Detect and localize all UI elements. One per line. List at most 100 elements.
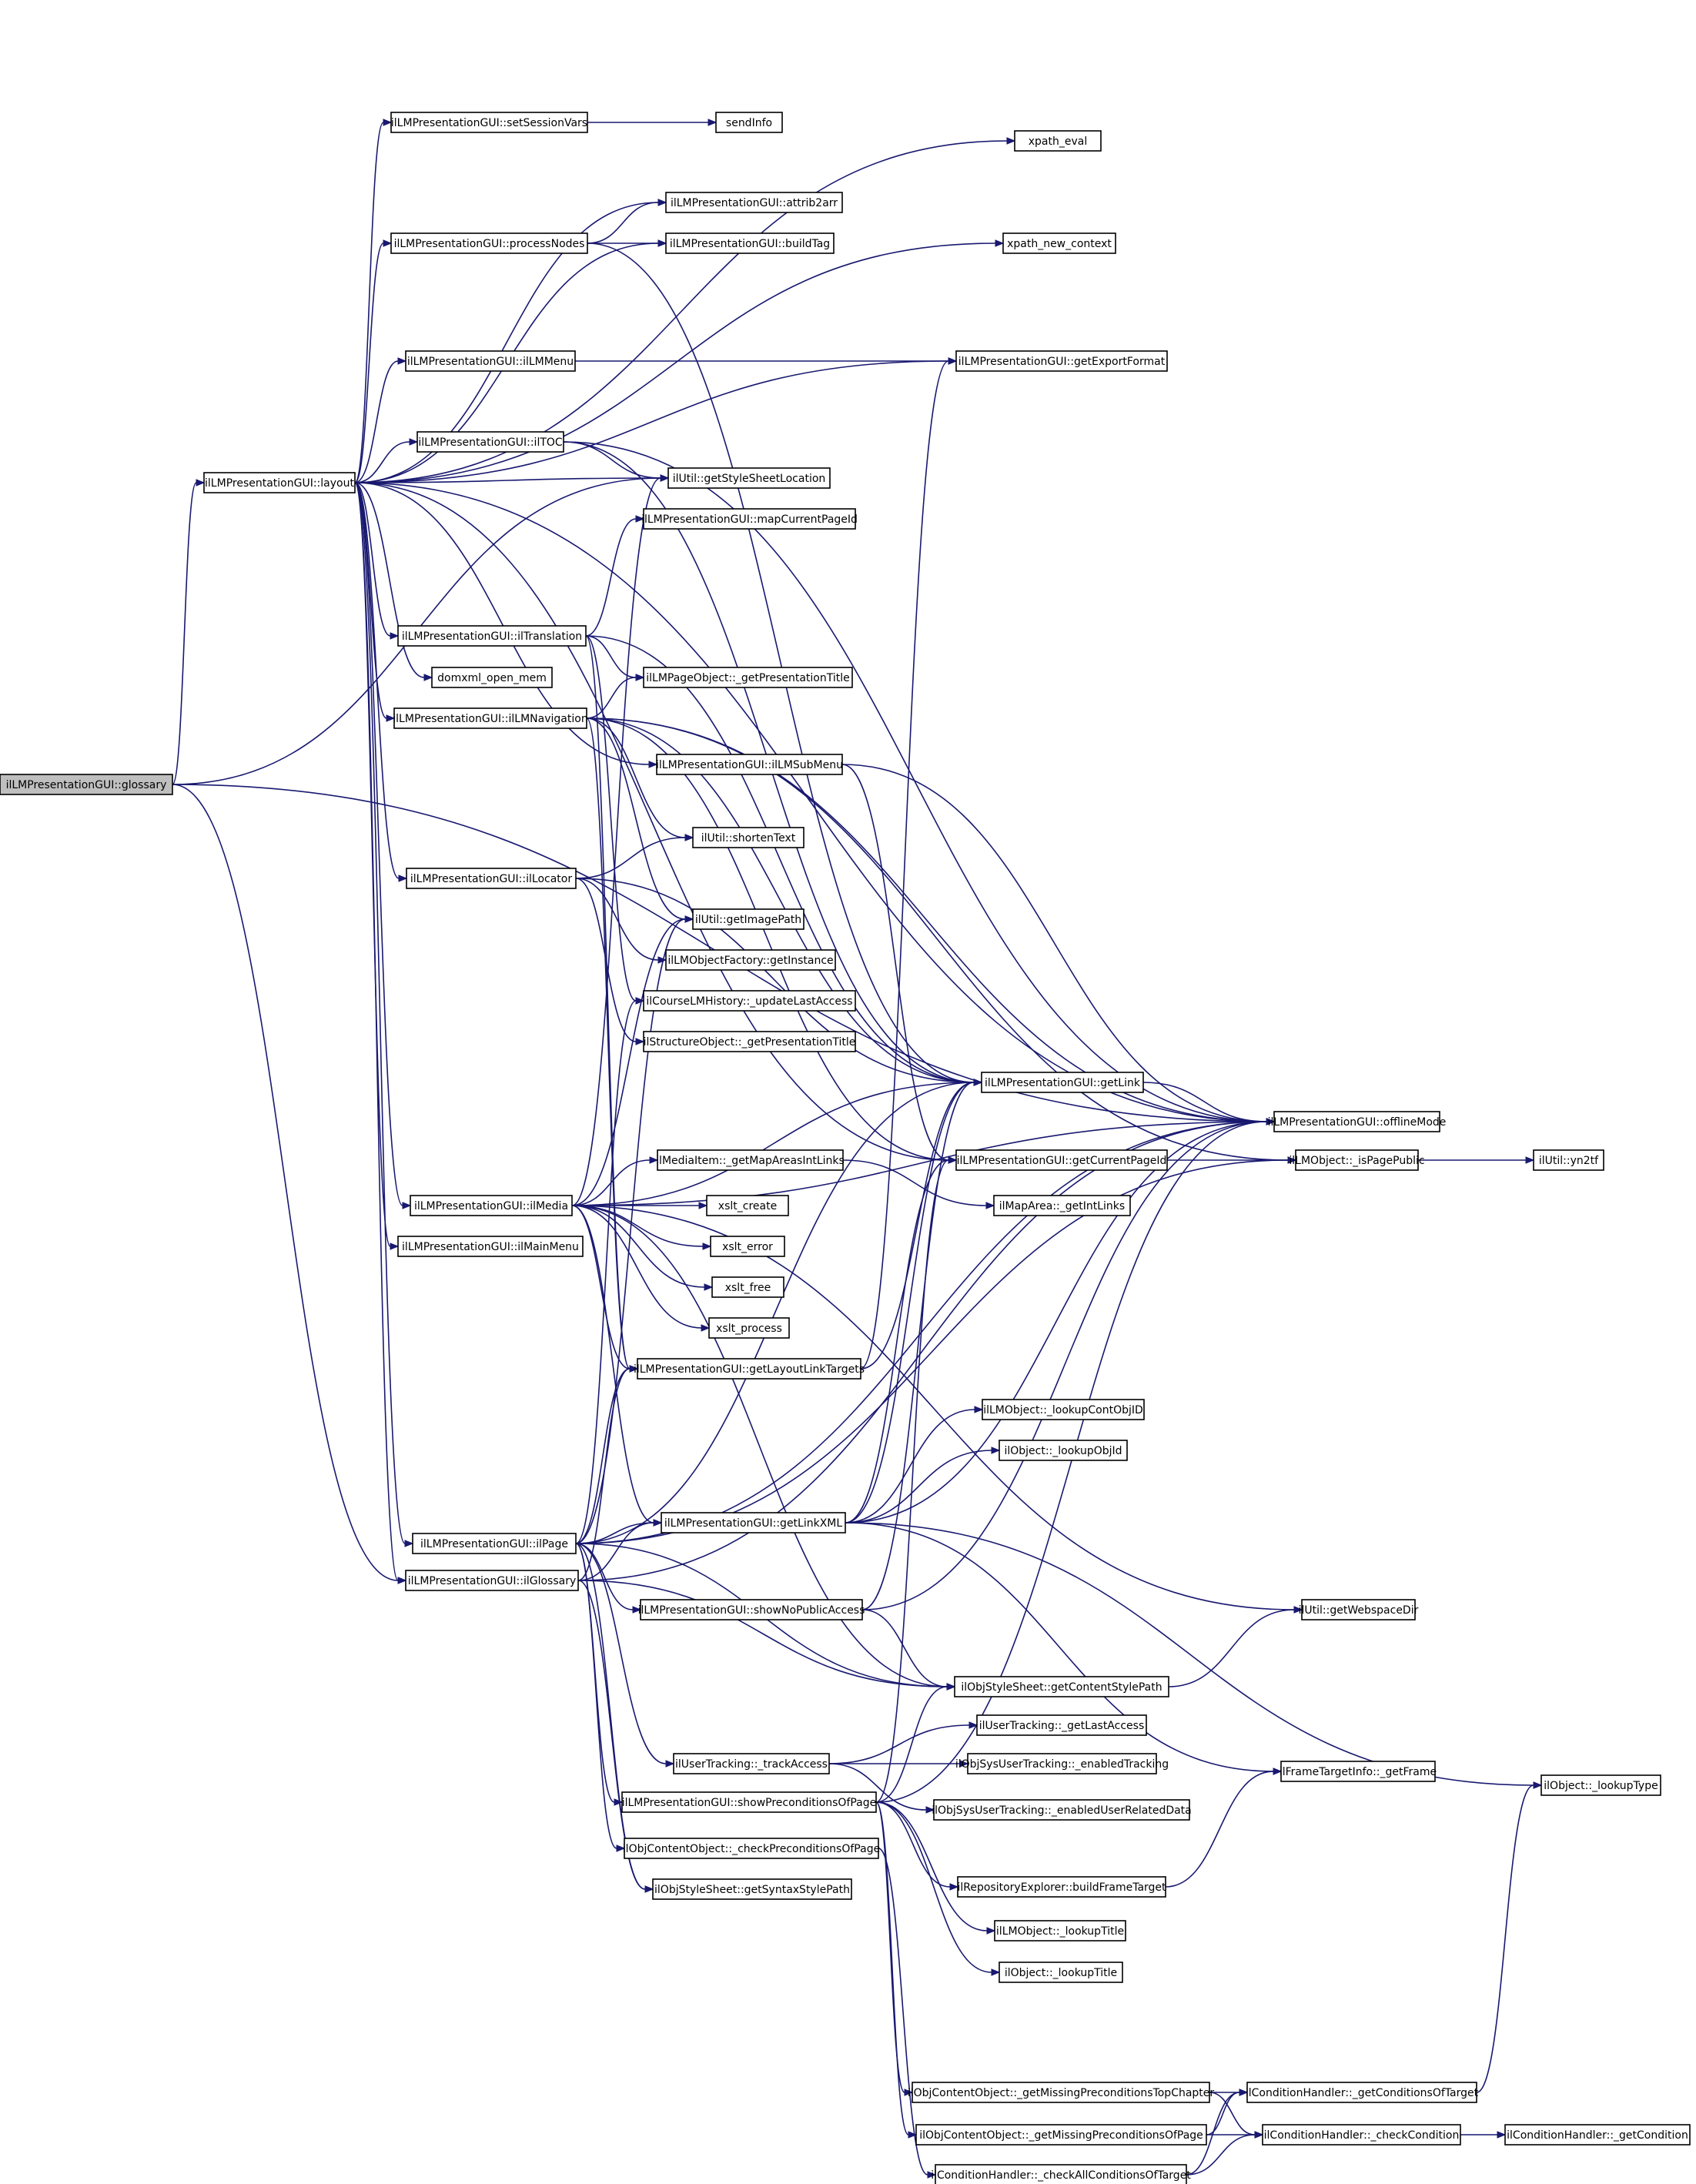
node-checkPreconditionsOfPage[interactable]: ilObjContentObject::_checkPreconditionsO… xyxy=(623,1838,880,1859)
node-getLayoutLinkTargets[interactable]: ilLMPresentationGUI::getLayoutLinkTarget… xyxy=(634,1358,865,1380)
node-getImagePath[interactable]: ilUtil::getImagePath xyxy=(692,908,805,930)
arrowhead-icon xyxy=(974,1406,984,1413)
edge-line xyxy=(575,1082,975,1544)
node-ilPage[interactable]: ilLMPresentationGUI::ilPage xyxy=(412,1533,577,1554)
node-xslt_free[interactable]: xslt_free xyxy=(711,1276,784,1298)
node-lookupObjId[interactable]: ilObject::_lookupObjId xyxy=(999,1440,1128,1461)
node-getLinkXML[interactable]: ilLMPresentationGUI::getLinkXML xyxy=(661,1512,846,1533)
node-attrib2arr[interactable]: ilLMPresentationGUI::attrib2arr xyxy=(665,192,843,213)
node-getContentStylePath[interactable]: ilObjStyleSheet::getContentStylePath xyxy=(954,1676,1169,1697)
node-enabledUserRelatedData[interactable]: ilObjSysUserTracking::_enabledUserRelate… xyxy=(932,1799,1192,1821)
node-buildTag[interactable]: ilLMPresentationGUI::buildTag xyxy=(665,232,835,254)
edge-ilTranslation-to-pageGetPresentationTitle xyxy=(585,635,645,681)
edge-line xyxy=(860,360,949,1370)
node-objLookupTitle[interactable]: ilObject::_lookupTitle xyxy=(999,1962,1123,1983)
node-box xyxy=(621,1791,877,1813)
node-processNodes[interactable]: ilLMPresentationGUI::processNodes xyxy=(390,232,588,254)
node-lmLookupTitle[interactable]: ilLMObject::_lookupTitle xyxy=(994,1920,1126,1942)
node-checkAllConditions[interactable]: ilConditionHandler::_checkAllConditionsO… xyxy=(931,2164,1191,2184)
node-domxml_open_mem[interactable]: domxml_open_mem xyxy=(431,667,553,688)
node-label: ilObject::_lookupTitle xyxy=(1005,1967,1117,1979)
node-showPreconditionsOfPage[interactable]: ilLMPresentationGUI::showPreconditionsOf… xyxy=(621,1791,877,1813)
node-ilMainMenu[interactable]: ilLMPresentationGUI::ilMainMenu xyxy=(397,1236,584,1257)
node-ilLMSubMenu[interactable]: ilLMPresentationGUI::ilLMSubMenu xyxy=(656,754,843,775)
node-xslt_create[interactable]: xslt_create xyxy=(706,1195,789,1216)
node-box xyxy=(410,1195,573,1216)
node-layout[interactable]: ilLMPresentationGUI::layout xyxy=(203,472,356,493)
edge-line xyxy=(1142,1082,1267,1122)
edge-line xyxy=(571,1205,702,1329)
edge-line xyxy=(172,482,197,785)
node-ilTranslation[interactable]: ilLMPresentationGUI::ilTranslation xyxy=(397,625,587,647)
node-ilGlossary[interactable]: ilLMPresentationGUI::ilGlossary xyxy=(405,1570,579,1591)
node-lookupType[interactable]: ilObject::_lookupType xyxy=(1540,1774,1661,1796)
node-missingOfPage[interactable]: ilObjContentObject::_getMissingPrecondit… xyxy=(915,2124,1207,2146)
node-xpath_new_context[interactable]: xpath_new_context xyxy=(1002,232,1116,254)
node-getFrame[interactable]: ilFrameTargetInfo::_getFrame xyxy=(1280,1761,1437,1782)
node-getIntLinks[interactable]: ilMapArea::_getIntLinks xyxy=(993,1195,1131,1216)
node-mapCurrentPageId[interactable]: ilLMPresentationGUI::mapCurrentPageId xyxy=(641,508,858,530)
node-checkCondition[interactable]: ilConditionHandler::_checkCondition xyxy=(1262,2124,1461,2146)
edge-line xyxy=(354,202,659,483)
node-label: ilLMPresentationGUI::glossary xyxy=(6,779,167,791)
node-label: ilObjStyleSheet::getSyntaxStylePath xyxy=(654,1884,850,1896)
edge-glossary-to-ilGlossary xyxy=(172,784,407,1584)
edge-line xyxy=(1165,1771,1274,1888)
arrowhead-icon xyxy=(701,1324,711,1332)
edge-line xyxy=(875,1801,909,2136)
node-getWebspaceDir[interactable]: ilUtil::getWebspaceDir xyxy=(1299,1599,1419,1620)
node-label: ilLMPresentationGUI::getLink xyxy=(985,1077,1141,1089)
node-getInstance[interactable]: ilLMObjectFactory::getInstance xyxy=(665,949,836,971)
edge-getContentStylePath-to-getWebspaceDir xyxy=(1168,1606,1303,1687)
node-enabledTracking[interactable]: ilObjSysUserTracking::_enabledTracking xyxy=(955,1753,1169,1774)
edge-line xyxy=(861,1082,975,1610)
arrowhead-icon xyxy=(684,834,694,841)
edge-line xyxy=(571,918,686,1206)
edge-showNoPublicAccess-to-getLink xyxy=(861,1079,983,1610)
edge-ilGlossary-to-getLayoutLinkTargets xyxy=(577,1365,639,1581)
node-ilTOC[interactable]: ilLMPresentationGUI::ilTOC xyxy=(416,431,564,453)
node-xpath_eval[interactable]: xpath_eval xyxy=(1014,130,1102,152)
node-getSyntaxStylePath[interactable]: ilObjStyleSheet::getSyntaxStylePath xyxy=(652,1878,852,1900)
node-structGetPresentationTitle[interactable]: ilStructureObject::_getPresentationTitle xyxy=(643,1031,856,1052)
node-setSessionVars[interactable]: ilLMPresentationGUI::setSessionVars xyxy=(390,112,588,133)
node-getExportFormat[interactable]: ilLMPresentationGUI::getExportFormat xyxy=(955,350,1168,372)
node-getLink[interactable]: ilLMPresentationGUI::getLink xyxy=(981,1072,1144,1093)
node-ilMedia[interactable]: ilLMPresentationGUI::ilMedia xyxy=(410,1195,573,1216)
node-getConditionsOfTarget[interactable]: ilConditionHandler::_getConditionsOfTarg… xyxy=(1246,2082,1479,2103)
edge-line xyxy=(354,242,996,483)
node-getLastAccess[interactable]: ilUserTracking::_getLastAccess xyxy=(976,1714,1147,1736)
node-glossary[interactable]: ilLMPresentationGUI::glossary xyxy=(0,774,173,795)
edge-layout-to-ilLMMenu xyxy=(354,357,407,483)
node-shortenText[interactable]: ilUtil::shortenText xyxy=(692,827,805,848)
node-trackAccess[interactable]: ilUserTracking::_trackAccess xyxy=(673,1753,830,1774)
node-label: ilLMPresentationGUI::ilGlossary xyxy=(408,1575,577,1587)
arrowhead-icon xyxy=(986,1927,996,1935)
node-updateLastAccess[interactable]: ilCourseLMHistory::_updateLastAccess xyxy=(643,990,856,1012)
node-box xyxy=(673,1753,830,1774)
node-lookupContObjID[interactable]: ilLMObject::_lookupContObjID xyxy=(982,1399,1145,1420)
edge-line xyxy=(841,764,949,1161)
node-getCurrentPageId[interactable]: ilLMPresentationGUI::getCurrentPageId xyxy=(955,1149,1168,1171)
node-offlineMode[interactable]: ilLMPresentationGUI::offlineMode xyxy=(1268,1111,1447,1132)
node-xslt_process[interactable]: xslt_process xyxy=(708,1317,790,1339)
node-ilLocator[interactable]: ilLMPresentationGUI::ilLocator xyxy=(406,868,577,889)
node-box xyxy=(708,1317,790,1339)
node-ilLMNavigation[interactable]: ilLMPresentationGUI::ilLMNavigation xyxy=(393,707,588,729)
node-getCondition[interactable]: ilConditionHandler::_getCondition xyxy=(1504,2124,1691,2146)
node-getMapAreasIntLinks[interactable]: ilMediaItem::_getMapAreasIntLinks xyxy=(656,1149,845,1171)
node-xslt_error[interactable]: xslt_error xyxy=(710,1236,785,1257)
node-missingTopChapter[interactable]: ilObjContentObject::_getMissingPrecondit… xyxy=(908,2082,1215,2103)
node-box xyxy=(1280,1761,1436,1782)
arrowhead-icon xyxy=(1239,2089,1249,2096)
node-buildFrameTarget[interactable]: ilRepositoryExplorer::buildFrameTarget xyxy=(957,1876,1166,1898)
node-getStyleSheetLocation[interactable]: ilUtil::getStyleSheetLocation xyxy=(667,467,831,489)
edge-line xyxy=(586,717,975,1083)
node-ilLMMenu[interactable]: ilLMPresentationGUI::ilLMMenu xyxy=(405,350,576,372)
node-yn2tf[interactable]: ilUtil::yn2tf xyxy=(1533,1149,1604,1171)
node-pageGetPresentationTitle[interactable]: ilLMPageObject::_getPresentationTitle xyxy=(643,667,853,688)
node-isPagePublic[interactable]: ilLMObject::_isPagePublic xyxy=(1289,1149,1425,1171)
node-showNoPublicAccess[interactable]: ilLMPresentationGUI::showNoPublicAccess xyxy=(638,1599,865,1620)
edge-layout-to-xpath_eval xyxy=(354,137,1016,483)
node-sendInfo[interactable]: sendInfo xyxy=(715,112,783,133)
